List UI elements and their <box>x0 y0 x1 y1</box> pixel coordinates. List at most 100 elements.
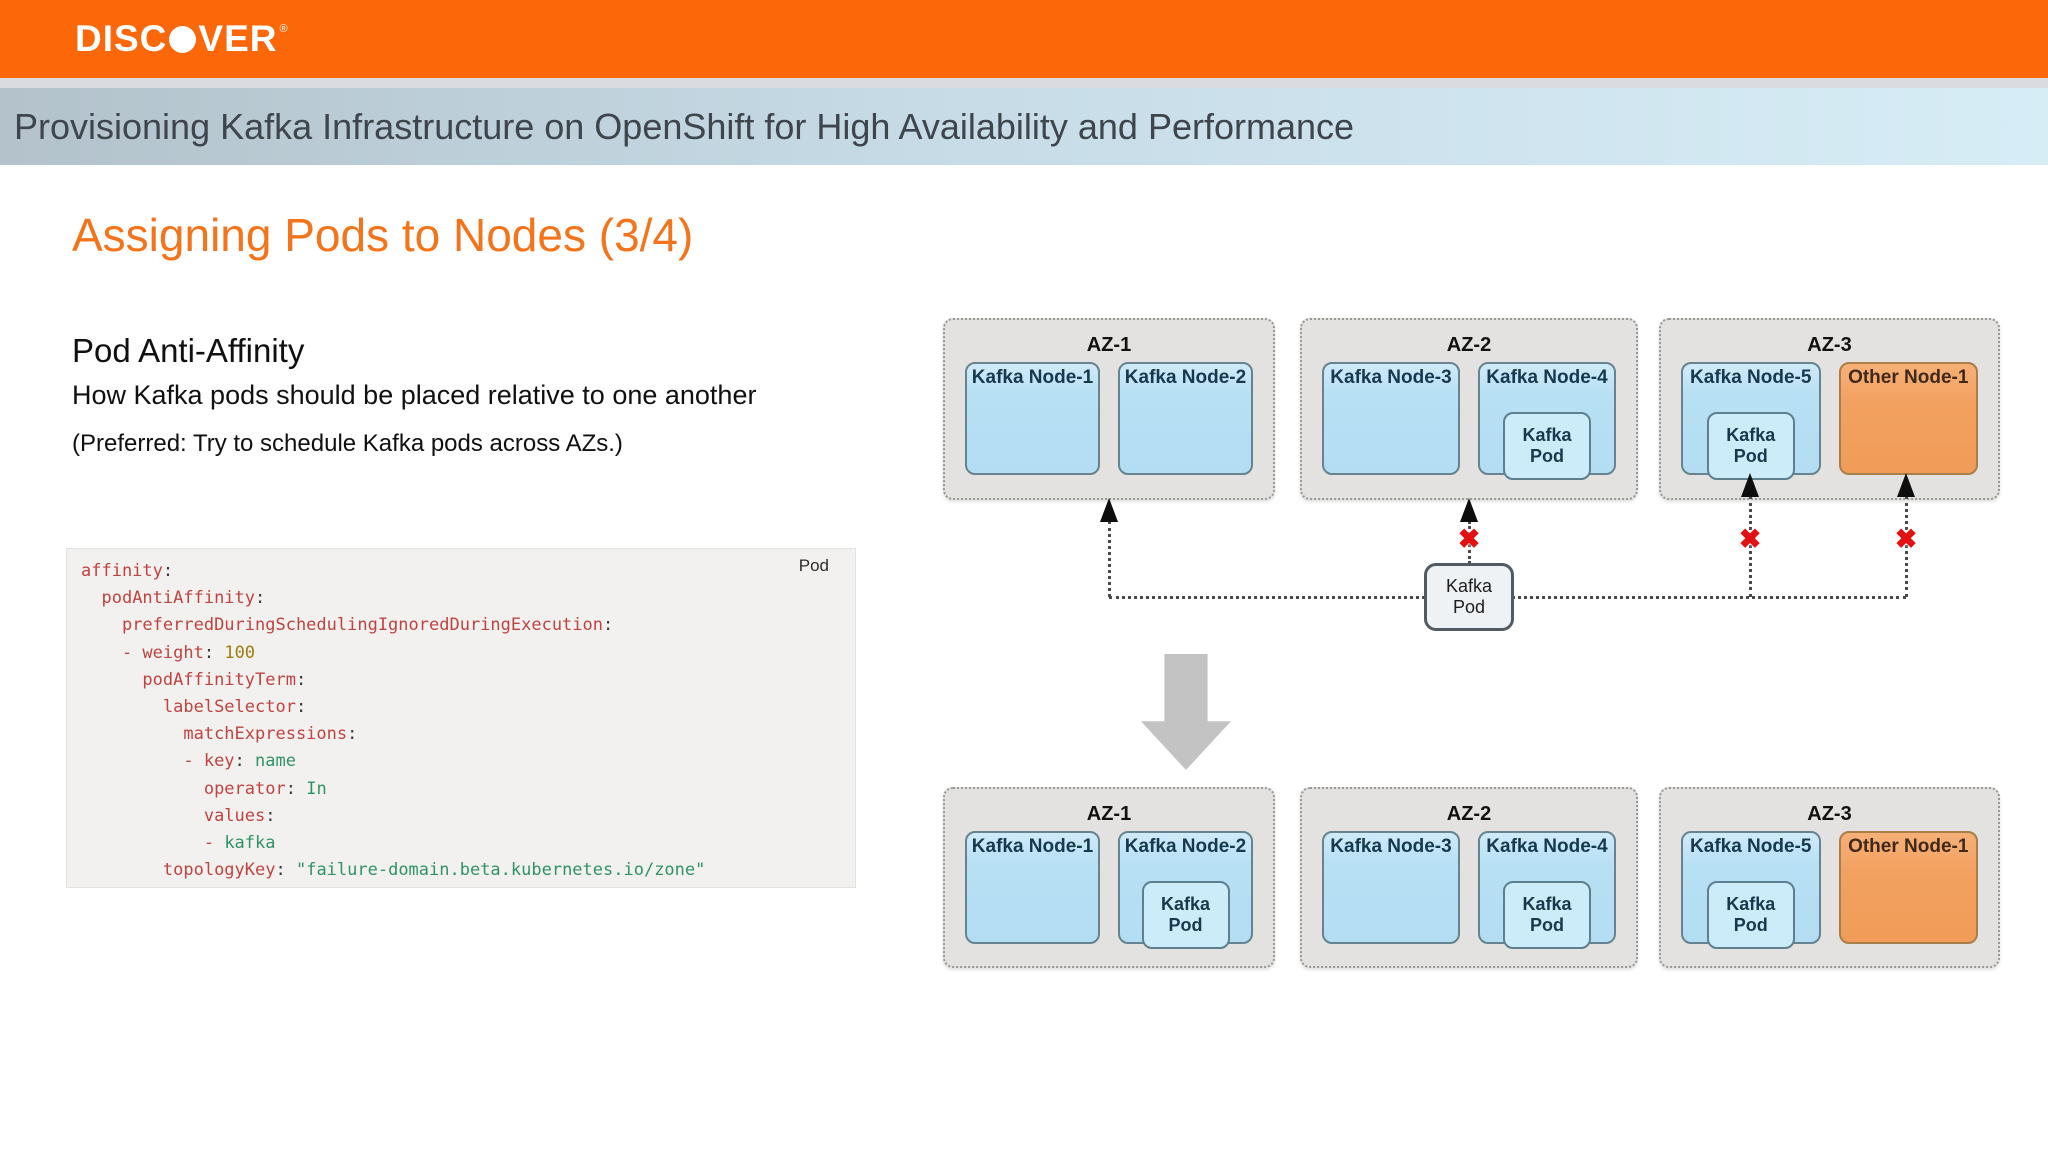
pod-chip-label-line2: Pod <box>1733 915 1768 935</box>
code-line: values: <box>81 803 855 830</box>
registered-trademark-symbol: ® <box>279 23 289 35</box>
kafka-node-box: Kafka Node-3 <box>1322 362 1460 475</box>
node-label: Kafka Node-4 <box>1486 367 1608 388</box>
code-token: : <box>603 615 614 636</box>
result-down-arrow-icon <box>1141 654 1231 770</box>
other-node-box: Other Node-1 <box>1838 831 1978 944</box>
pod-chip-label-line2: Pod <box>1733 446 1768 466</box>
code-token <box>81 588 101 608</box>
brand-bar: DISC VER ® <box>0 0 2048 78</box>
yaml-code-block: Pod affinity: podAntiAffinity: preferred… <box>66 548 856 888</box>
code-line: podAntiAffinity: <box>81 585 855 612</box>
pod-chip-label-line2: Pod <box>1530 915 1564 935</box>
code-line: operator: In <box>81 776 855 803</box>
pod-chip-label-line1: Kafka <box>1726 894 1776 915</box>
code-token <box>81 670 142 690</box>
node-label: Kafka Node-3 <box>1330 836 1452 857</box>
code-line: podAffinityTerm: <box>81 667 855 694</box>
code-token: affinity <box>81 561 163 581</box>
blocked-x-icon-az3-other-node1: ✖ <box>1894 524 1918 554</box>
code-token: : <box>234 751 256 772</box>
blocked-x-icon-az2: ✖ <box>1457 524 1481 554</box>
code-token: : <box>203 642 225 663</box>
node-label: Kafka Node-3 <box>1330 367 1452 388</box>
code-token: - weight <box>121 642 204 663</box>
discover-logo-text-prefix: DISC <box>75 18 168 59</box>
az-label: AZ-3 <box>1807 333 1852 356</box>
code-token: values <box>203 805 266 826</box>
code-line: affinity: <box>81 558 855 585</box>
code-token: labelSelector <box>162 697 296 718</box>
other-node-box: Other Node-1 <box>1838 362 1978 475</box>
pod-chip-label-line2: Pod <box>1168 915 1203 935</box>
allowed-arrow-icon-az1 <box>1100 498 1118 522</box>
connector-line-az2 <box>1468 521 1471 564</box>
discover-logo-text-suffix: VER <box>198 18 278 59</box>
code-token: : <box>162 561 174 581</box>
pod-chip-label-line1: Kafka <box>1726 425 1776 446</box>
node-label: Other Node-1 <box>1848 367 1969 388</box>
code-token: name <box>255 751 296 772</box>
code-line: - kafka <box>81 830 855 857</box>
discover-logo: DISC VER ® <box>75 18 289 60</box>
pod-chip-label-line1: Kafka <box>1160 894 1211 915</box>
node-label: Kafka Node-5 <box>1690 367 1812 388</box>
code-line: - key: name <box>81 748 855 775</box>
pod-chip-label-line1: Kafka <box>1522 894 1572 915</box>
node-label: Kafka Node-1 <box>971 836 1094 857</box>
code-token: - <box>203 833 225 854</box>
node-label: Kafka Node-2 <box>1124 367 1247 388</box>
section-subtitle: How Kafka pods should be placed relative… <box>72 380 757 410</box>
kafka-node-box: Kafka Node-1 <box>965 362 1100 475</box>
kafka-node-box: Kafka Node-2 <box>1118 362 1253 475</box>
code-token: kafka <box>224 833 276 854</box>
arrow-icon-az3-other-node1 <box>1897 473 1915 497</box>
pending-pod-label-line2: Pod <box>1452 597 1486 617</box>
code-token: : <box>295 697 307 718</box>
code-token <box>81 724 183 744</box>
code-line: labelSelector: <box>81 694 855 721</box>
az-label: AZ-1 <box>1086 802 1132 825</box>
section-note: (Preferred: Try to schedule Kafka pods a… <box>72 430 623 457</box>
code-token <box>81 643 122 663</box>
az-label: AZ-2 <box>1446 333 1492 356</box>
code-token: matchExpressions <box>183 724 348 745</box>
slide-heading: Assigning Pods to Nodes (3/4) <box>72 209 694 261</box>
code-token <box>81 751 183 771</box>
presentation-title-bar: Provisioning Kafka Infrastructure on Ope… <box>0 88 2048 165</box>
code-token: - key <box>183 751 235 772</box>
code-line: matchExpressions: <box>81 721 855 748</box>
connector-line-az3-other-node1 <box>1905 496 1908 597</box>
pod-chip-label-line1: Kafka <box>1522 425 1572 446</box>
node-label: Kafka Node-2 <box>1124 836 1247 857</box>
arrow-icon-az2 <box>1460 498 1478 522</box>
node-label: Other Node-1 <box>1848 836 1969 857</box>
code-token: podAntiAffinity <box>101 588 256 609</box>
code-token: In <box>306 778 327 799</box>
code-token: : <box>265 805 276 826</box>
code-token: : <box>285 778 307 799</box>
code-token: : <box>295 669 307 690</box>
code-lines: affinity: podAntiAffinity: preferredDuri… <box>81 558 855 884</box>
section-title: Pod Anti-Affinity <box>72 332 305 369</box>
node-label: Kafka Node-4 <box>1486 836 1608 857</box>
kafka-node-box: Kafka Node-3 <box>1322 831 1460 944</box>
pending-pod-label-line1: Kafka <box>1445 576 1493 597</box>
code-token: : <box>255 588 266 609</box>
connector-line-az3-kafka-node5 <box>1749 496 1752 597</box>
connector-line-az1 <box>1108 521 1111 597</box>
code-token: preferredDuringSchedulingIgnoredDuringEx… <box>121 615 603 636</box>
